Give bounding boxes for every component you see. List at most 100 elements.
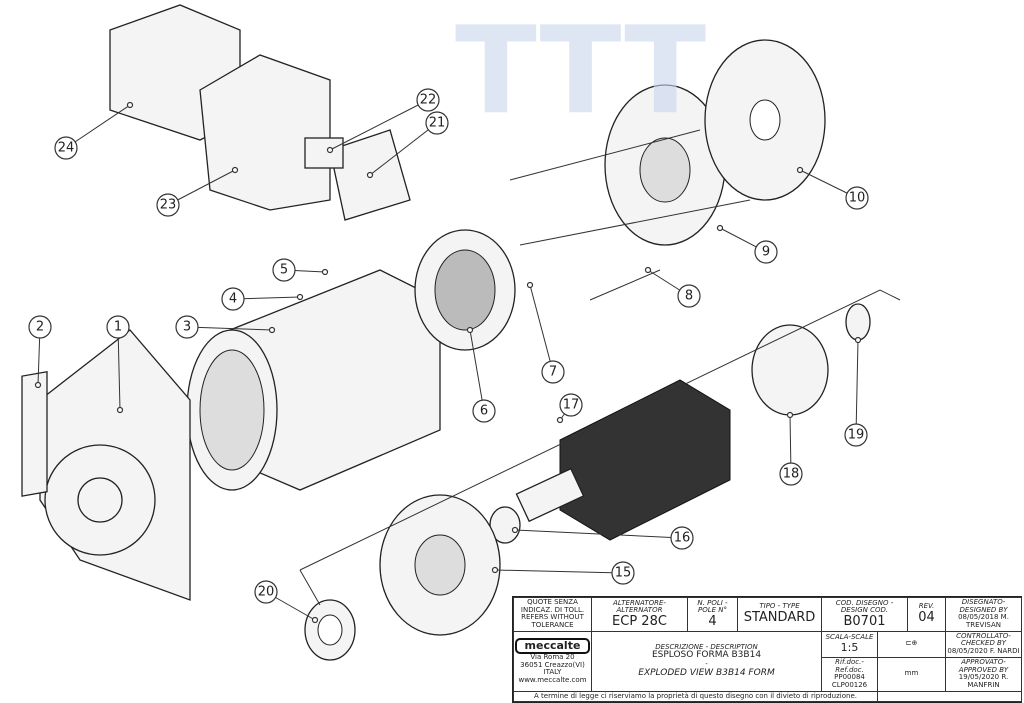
rev-cell: REV.04 [907,597,946,632]
part-exciter-stator-6 [414,229,516,351]
callout-number: 8 [685,289,693,304]
leader-line [186,326,273,331]
part-fan-15 [379,494,501,636]
callout-number: 10 [849,191,866,206]
tolerance-note: QUOTE SENZA INDICAZ. DI TOLL. REFERS WIT… [513,597,592,632]
empty-cell [877,690,1022,703]
callout-circle [416,88,440,112]
leader-dot [854,336,862,344]
leader-line [167,169,236,206]
callout-5: 5 [272,258,329,282]
leader-dot [644,266,652,274]
leader-dot [116,406,124,414]
callout-circle [611,561,635,585]
callout-number: 9 [762,245,770,260]
callout-circle [272,258,296,282]
callout-circle [844,423,868,447]
callout-circle [425,111,449,135]
callout-number: 21 [429,116,446,131]
callout-number: 20 [258,585,275,600]
leader-line [65,104,131,149]
callout-4: 4 [221,287,304,311]
callout-7: 7 [526,281,565,384]
leader-line [469,329,485,412]
callout-number: 19 [848,428,865,443]
part-frame-3 [186,269,441,491]
callout-number: 18 [783,467,800,482]
callout-circle [779,462,803,486]
part-grille-10 [704,39,826,201]
copyright-note: A termine di legge ci riserviamo la prop… [513,690,878,703]
part-cover-23 [199,54,331,211]
callout-circle [28,315,52,339]
callout-circle [754,240,778,264]
leader-line [514,529,683,539]
callout-number: 23 [160,198,177,213]
title-block: QUOTE SENZA INDICAZ. DI TOLL. REFERS WIT… [512,596,1022,703]
leader-line [494,569,624,574]
callout-number: 17 [563,398,580,413]
part-grille-2 [21,370,48,497]
part-bearing-19 [845,303,871,341]
callout-circle [156,193,180,217]
callout-16: 16 [511,526,694,550]
leader-dot [34,381,42,389]
callout-circle [677,284,701,308]
projection-symbol: ⊏⊕ [877,630,946,658]
callout-number: 16 [674,531,691,546]
watermark: TTT [455,2,706,141]
leader-dot [326,146,334,154]
callout-number: 6 [480,404,488,419]
callout-number: 5 [280,263,288,278]
callout-number: 15 [615,566,632,581]
poles-cell: N. POLI - POLE N°4 [687,597,738,632]
leader-dot [268,326,276,334]
callout-1: 1 [106,315,130,414]
leader-line [117,326,121,411]
callout-2: 2 [28,315,52,389]
callout-number: 7 [549,365,557,380]
part-bearing-20 [304,599,356,661]
leader-dot [296,293,304,301]
callout-20: 20 [254,580,319,624]
part-nde-shield-9 [604,84,726,246]
callout-number: 24 [58,141,75,156]
callout-circle [559,393,583,417]
leader-dot [526,281,534,289]
callout-circle [670,526,694,550]
callout-number: 1 [114,320,122,335]
callout-circle [845,186,869,210]
leader-dot [796,166,804,174]
leader-line [369,122,438,176]
callout-number: 2 [36,320,44,335]
leader-dot [231,166,239,174]
leader-dot [126,101,134,109]
leader-dot [556,416,564,424]
part-end-shield-1 [39,329,191,601]
callout-17: 17 [556,393,583,424]
part-rotor-17 [515,379,731,541]
callout-18: 18 [779,411,803,486]
part-exciter-rotor-18 [751,324,829,416]
callout-3: 3 [175,315,276,339]
leader-dot [786,411,794,419]
design-code-cell: COD. DISEGNO - DESIGN COD.B0701 [821,597,908,632]
callout-circle [221,287,245,311]
callout-circle [175,315,199,339]
leader-dot [466,326,474,334]
callout-number: 3 [183,320,191,335]
leader-dot [491,566,499,574]
callout-15: 15 [491,561,635,585]
callout-circle [54,136,78,160]
callout-21: 21 [366,111,449,179]
leader-line [855,339,859,436]
callout-circle [106,315,130,339]
part-terminal-22 [304,137,344,169]
